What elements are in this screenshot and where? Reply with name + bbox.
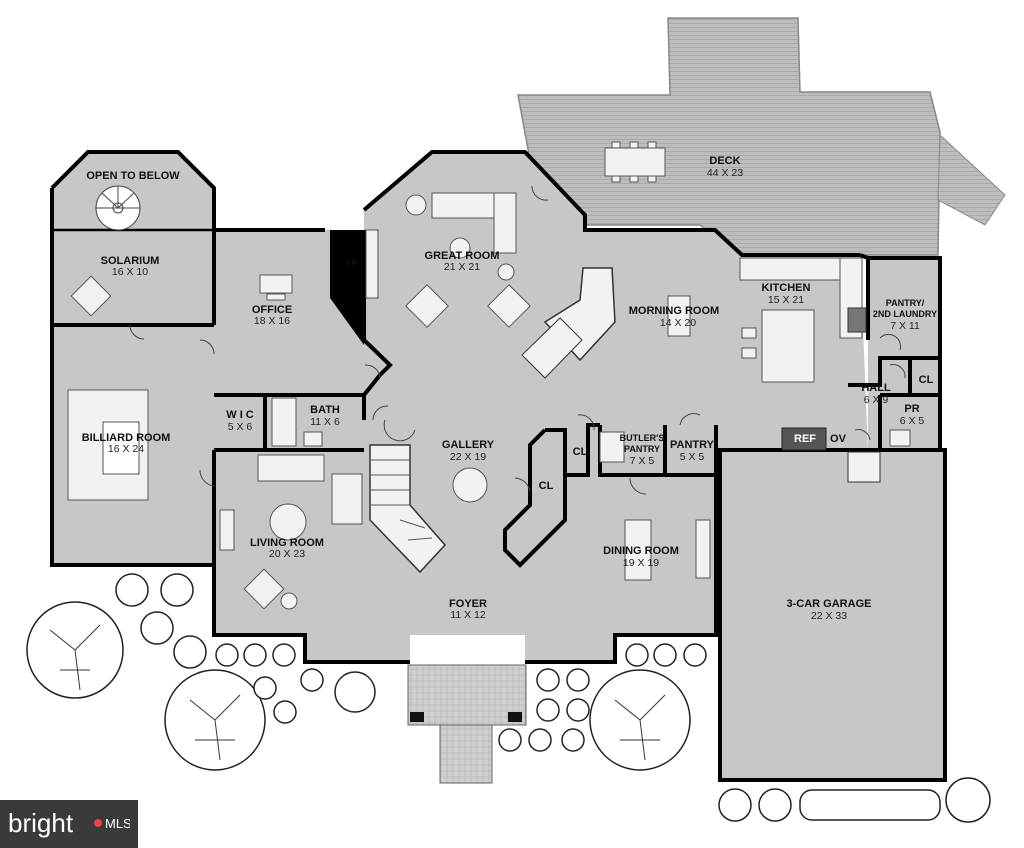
label-bath: BATH <box>310 404 340 416</box>
label-cl-gallery: CL <box>573 446 588 458</box>
size-pantry-laundry: 7 X 11 <box>890 320 920 332</box>
label-solarium: SOLARIUM <box>101 255 160 267</box>
size-solarium: 16 X 10 <box>112 266 148 278</box>
landscaping <box>26 573 991 823</box>
deck-area <box>517 17 1006 256</box>
svg-text:bright: bright <box>8 809 74 838</box>
bright-mls-logo: bright MLS <box>8 809 130 838</box>
label-butlers-pantry-1: BUTLER'S <box>620 433 665 443</box>
size-dining-room: 19 X 19 <box>623 557 659 569</box>
size-pantry: 5 X 5 <box>680 451 705 463</box>
label-butlers-pantry-2: PANTRY <box>624 444 660 454</box>
size-garage: 22 X 33 <box>811 610 847 622</box>
label-gallery: GALLERY <box>442 439 495 451</box>
label-open-to-below: OPEN TO BELOW <box>86 170 180 182</box>
label-pr: PR <box>904 403 919 415</box>
label-pantry: PANTRY <box>670 439 715 451</box>
size-pr: 6 X 5 <box>900 415 925 427</box>
label-dining-room: DINING ROOM <box>603 545 679 557</box>
size-bath: 11 X 6 <box>310 416 340 428</box>
garage-stair <box>847 451 881 483</box>
rear-stair <box>521 267 616 379</box>
size-deck: 44 X 23 <box>707 167 743 179</box>
main-stair <box>369 444 447 574</box>
label-pantry-laundry-1: PANTRY/ <box>886 298 925 308</box>
label-kitchen: KITCHEN <box>762 282 811 294</box>
size-living-room: 20 X 23 <box>269 548 305 560</box>
bright-mls-watermark: bright MLS <box>0 800 138 848</box>
size-kitchen: 15 X 21 <box>768 294 804 306</box>
size-morning-room: 14 X 20 <box>660 317 696 329</box>
doors <box>129 185 906 495</box>
label-billiard-room: BILLIARD ROOM <box>82 432 171 444</box>
size-billiard-room: 16 X 24 <box>108 443 144 455</box>
label-morning-room: MORNING ROOM <box>629 305 719 317</box>
entry-paving <box>407 664 527 784</box>
size-foyer: 11 X 12 <box>450 609 486 621</box>
size-wic: 5 X 6 <box>228 421 253 433</box>
label-ov: OV <box>830 433 847 445</box>
room-labels: OPEN TO BELOW SOLARIUM 16 X 10 OFFICE 18… <box>82 155 937 622</box>
label-great-room: GREAT ROOM <box>425 250 500 262</box>
deck-table <box>604 141 666 183</box>
label-cl-gallery2: CL <box>539 480 554 492</box>
label-pantry-laundry-2: 2ND LAUNDRY <box>873 309 937 319</box>
size-great-room: 21 X 21 <box>444 261 480 273</box>
spiral-stair <box>95 185 141 231</box>
size-gallery: 22 X 19 <box>450 451 486 463</box>
label-foyer: FOYER <box>449 598 487 610</box>
label-wic: W I C <box>226 409 254 421</box>
label-living-room: LIVING ROOM <box>250 537 324 549</box>
label-fp: FP <box>346 258 358 268</box>
label-garage: 3-CAR GARAGE <box>787 598 872 610</box>
size-butlers-pantry: 7 X 5 <box>630 455 655 467</box>
label-cl-hall: CL <box>919 374 934 386</box>
floor-fills <box>52 152 945 780</box>
label-office: OFFICE <box>252 304 292 316</box>
fireplace <box>330 230 364 345</box>
label-hall: HALL <box>861 382 891 394</box>
label-ref: REF <box>794 433 816 445</box>
size-hall: 6 X 9 <box>864 394 889 406</box>
furniture <box>67 192 911 610</box>
label-deck: DECK <box>709 155 740 167</box>
size-office: 18 X 16 <box>254 315 290 327</box>
svg-text:MLS: MLS <box>105 816 130 831</box>
